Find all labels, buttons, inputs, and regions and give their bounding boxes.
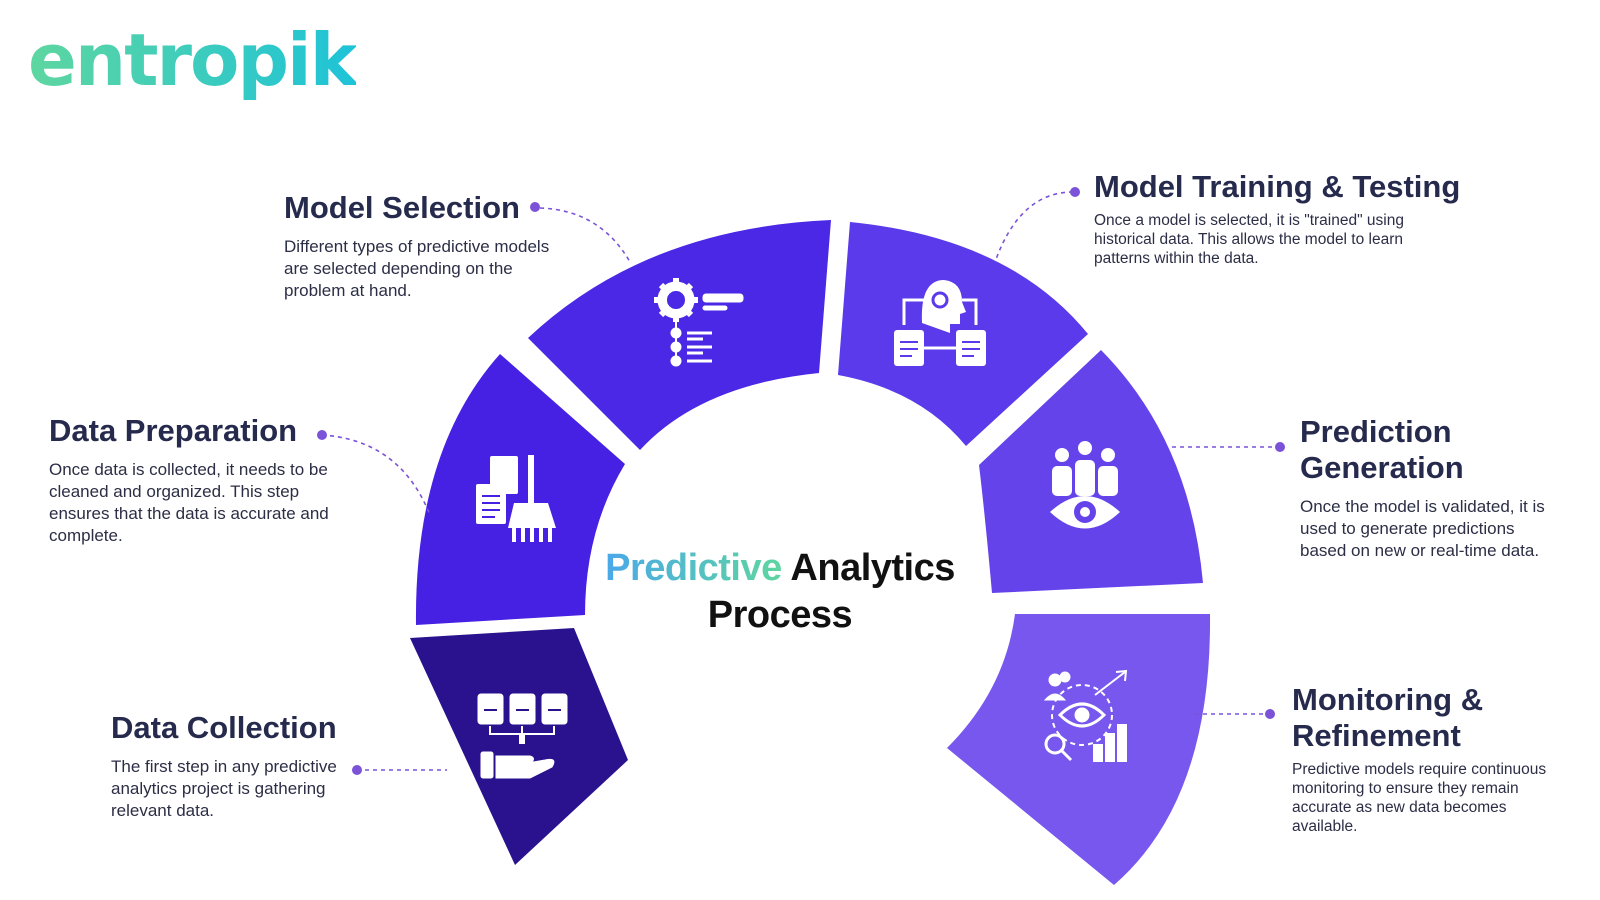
people-eye-icon	[1050, 441, 1120, 529]
step-data-preparation: Data Preparation Once data is collected,…	[49, 413, 349, 547]
segment-data-collection	[410, 628, 628, 865]
center-title-rest: Analytics	[790, 547, 955, 589]
step-description: Once the model is validated, it is used …	[1300, 497, 1545, 560]
entropik-logo[interactable]: entropik	[28, 18, 358, 102]
step-description: Different types of predictive models are…	[284, 237, 550, 300]
segment-monitoring-refinement	[947, 614, 1211, 885]
gear-flowchart-icon	[654, 278, 744, 367]
step-title: Data Preparation	[49, 413, 298, 448]
step-data-collection: Data Collection The first step in any pr…	[111, 710, 351, 822]
eye-chart-magnifier-icon	[1043, 669, 1128, 762]
connector-dot	[1265, 709, 1275, 719]
step-monitoring-refinement: Monitoring & Refinement Predictive model…	[1292, 682, 1547, 836]
connector-dot	[530, 202, 540, 212]
hand-documents-icon	[477, 693, 568, 779]
step-title: Data Collection	[111, 710, 337, 745]
step-prediction-generation: Prediction Generation Once the model is …	[1300, 414, 1555, 562]
head-gear-clipboards-icon	[894, 280, 986, 366]
connector-data-preparation	[321, 434, 431, 516]
step-description: The first step in any predictive analyti…	[111, 757, 337, 820]
documents-broom-icon	[476, 455, 556, 542]
step-title: Monitoring & Refinement	[1292, 682, 1484, 753]
step-title: Prediction Generation	[1300, 414, 1464, 485]
step-model-selection: Model Selection Different types of predi…	[284, 190, 564, 302]
center-title-accent: Predictive	[605, 547, 782, 589]
step-title: Model Selection	[284, 190, 520, 225]
connector-dot	[1070, 187, 1080, 197]
step-model-training: Model Training & Testing Once a model is…	[1094, 169, 1474, 268]
step-description: Once a model is selected, it is "trained…	[1094, 212, 1404, 267]
step-title: Model Training & Testing	[1094, 169, 1461, 204]
connector-dot	[317, 430, 327, 440]
step-description: Predictive models require continuous mon…	[1292, 761, 1547, 835]
center-title: Predictive Analytics Process	[580, 545, 980, 639]
center-title-line2: Process	[707, 594, 853, 636]
segment-data-preparation	[415, 354, 625, 625]
connector-model-selection	[539, 207, 631, 263]
connector-model-training	[994, 191, 1074, 263]
connector-dot	[352, 765, 362, 775]
connector-dot	[1275, 442, 1285, 452]
step-description: Once data is collected, it needs to be c…	[49, 460, 329, 545]
